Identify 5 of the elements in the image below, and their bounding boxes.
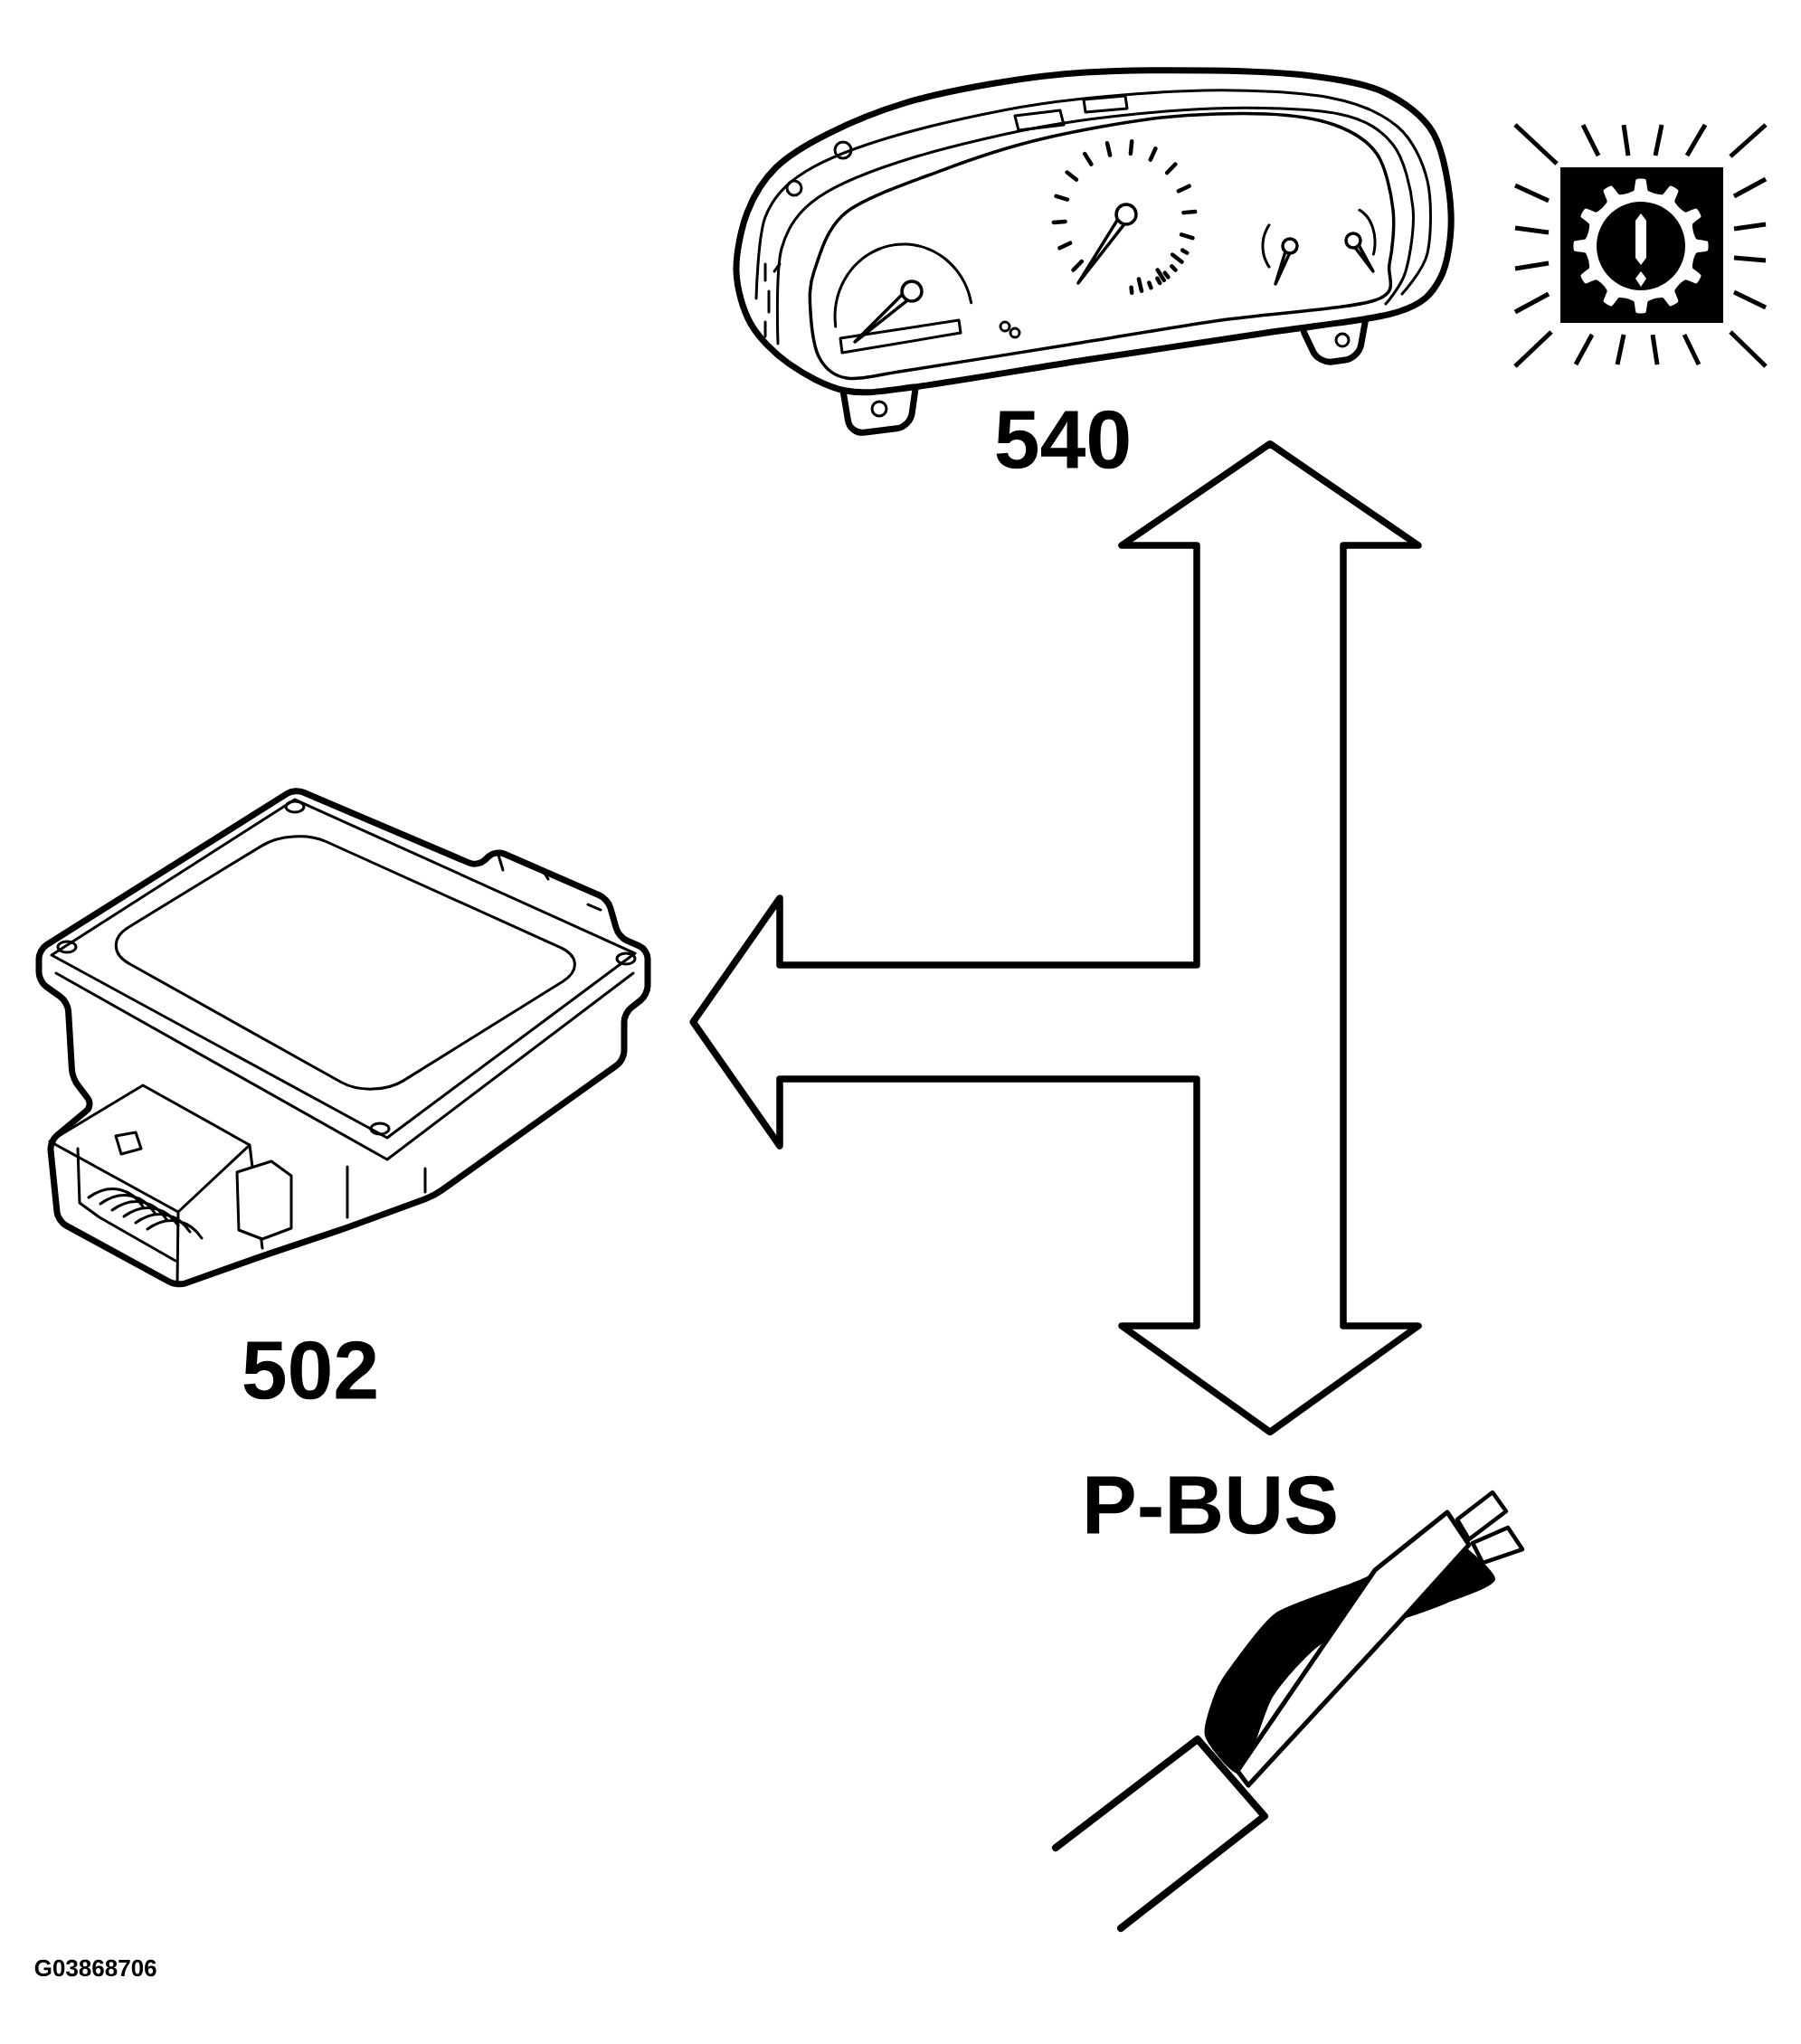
callout-number: 502 <box>243 1340 376 1400</box>
block-arrow <box>689 440 1422 1436</box>
figure-code: G03868706 <box>34 1959 156 1977</box>
bus-label: P-BUS <box>1087 1475 1336 1535</box>
callout-number: 540 <box>996 410 1129 469</box>
